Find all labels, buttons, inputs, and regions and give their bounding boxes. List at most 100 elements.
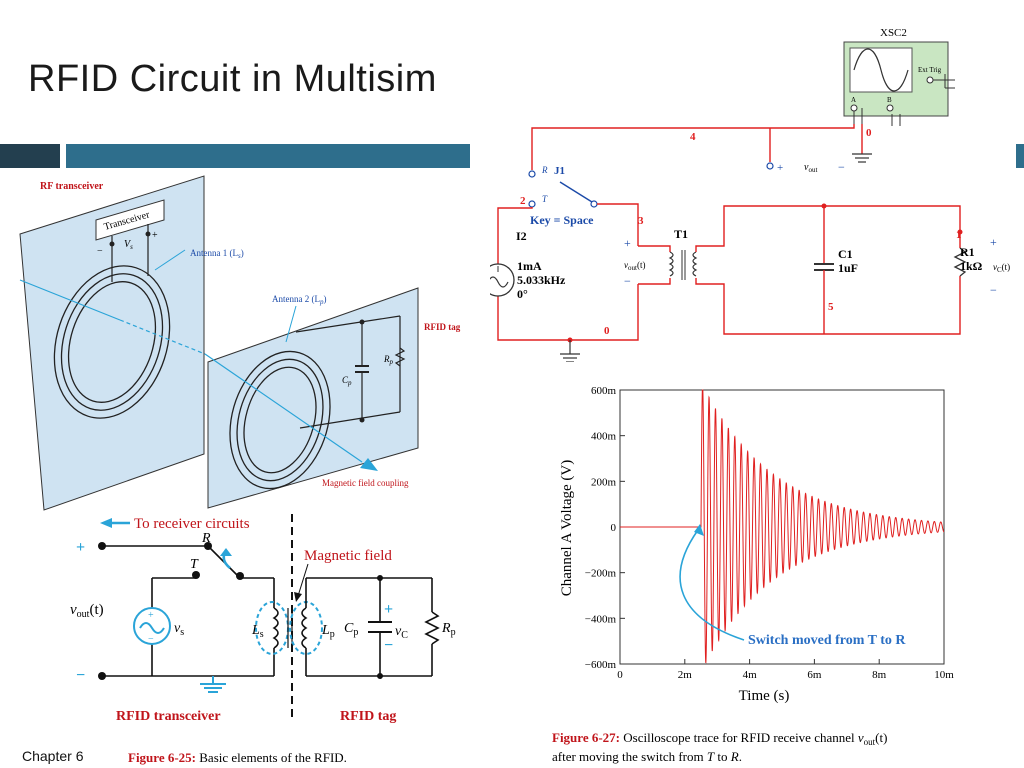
y-tick-label: −200m xyxy=(585,568,617,580)
vc-label: v xyxy=(395,624,402,639)
source-vs-label: v xyxy=(174,621,181,636)
y-axis-label: Channel A Voltage (V) xyxy=(559,460,575,597)
transceiver-panel xyxy=(19,175,205,511)
x-tick-label: 10m xyxy=(934,669,954,681)
svg-text:vout: vout xyxy=(804,162,817,174)
svg-text:−: − xyxy=(148,634,154,645)
svg-text:vout(t): vout(t) xyxy=(624,260,645,272)
vc-probe-minus: − xyxy=(990,283,997,297)
ls-label: L xyxy=(251,623,260,638)
node-4-label: 4 xyxy=(690,131,696,143)
antenna-2-coil xyxy=(229,350,331,490)
ext-trig-label: Ext Trig xyxy=(918,66,942,74)
wire-node-3 xyxy=(597,203,639,246)
fig27-caption: Figure 6-27: Oscilloscope trace for RFID… xyxy=(552,730,887,764)
x-tick-label: 2m xyxy=(678,669,693,681)
t1-plus: + xyxy=(624,236,631,250)
rf-transceiver-label: RF transceiver xyxy=(40,181,104,192)
key-space-label: Key = Space xyxy=(530,213,594,227)
magnetic-field-label: Magnetic field xyxy=(304,548,392,564)
y-tick-label: 400m xyxy=(591,431,617,443)
x-tick-label: 6m xyxy=(807,669,822,681)
vc-probe-label: v xyxy=(993,262,997,272)
y-tick-label: 600m xyxy=(591,385,617,397)
node-0-top-label: 0 xyxy=(866,127,872,139)
x-tick-label: 8m xyxy=(872,669,887,681)
svg-text:vC: vC xyxy=(395,624,408,641)
tx-plus: + xyxy=(152,230,158,241)
slide-title: RFID Circuit in Multisim xyxy=(28,58,437,100)
vc-minus: − xyxy=(384,637,393,654)
header-bar-dark xyxy=(0,144,60,168)
svg-text:Cp: Cp xyxy=(344,621,358,638)
annotation-arrow xyxy=(679,529,745,641)
i2-amplitude: 1mA xyxy=(517,259,542,273)
tag-rp-label: R xyxy=(383,354,390,364)
svg-text:Vs: Vs xyxy=(124,239,133,251)
coupling-label: Magnetic field coupling xyxy=(322,478,409,488)
vout-probe-label: v xyxy=(804,162,809,173)
tx-vs: V xyxy=(124,239,132,250)
footer-chapter: Chapter 6 xyxy=(22,748,84,764)
svg-text:Figure 6-25: Basic elements of: Figure 6-25: Basic elements of the RFID. xyxy=(128,750,347,765)
t1-vout-label: v xyxy=(624,260,628,270)
j1-r-label: R xyxy=(541,165,548,175)
rfid-illustration: RF transceiver Transceiver − + Vs Antenn… xyxy=(19,175,461,511)
t1-label: T1 xyxy=(674,227,688,241)
node-3-label: 3 xyxy=(638,215,644,227)
tag-resistor-symbol xyxy=(394,347,406,367)
c1-label: C1 xyxy=(838,247,853,261)
svg-text:Cp: Cp xyxy=(342,375,352,387)
svg-text:after moving the switch from T: after moving the switch from T to R. xyxy=(552,749,742,764)
t1-secondary xyxy=(692,251,698,277)
svg-text:Ls: Ls xyxy=(251,623,264,640)
lp-coil xyxy=(301,607,308,649)
svg-text:Figure 6-27: Oscilloscope trac: Figure 6-27: Oscilloscope trace for RFID… xyxy=(552,730,887,747)
multisim-circuit: XSC2 Ext Trig A B 4 0 + vout − J1 R T Ke… xyxy=(490,27,1010,362)
c1-value: 1uF xyxy=(838,261,858,275)
node-0-bottom-label: 0 xyxy=(604,325,610,337)
annotation-label: Switch moved from T to R xyxy=(748,633,906,648)
j1-t-label: T xyxy=(542,194,548,204)
antenna-2-label: Antenna 2 (L xyxy=(272,294,320,304)
svg-text:+: + xyxy=(148,610,154,621)
x-tick-label: 0 xyxy=(617,669,623,681)
svg-text:vC(t): vC(t) xyxy=(993,262,1010,274)
switch-arm xyxy=(207,545,239,577)
fig27-caption-text2: after moving the switch from xyxy=(552,749,707,764)
j1-switch-arm xyxy=(559,181,593,203)
channel-a-label: A xyxy=(851,96,856,104)
vout-label: v xyxy=(70,602,77,618)
rp-resistor xyxy=(424,611,440,645)
xsc2-label: XSC2 xyxy=(880,27,907,39)
y-tick-label: −600m xyxy=(585,659,617,671)
y-tick-label: 0 xyxy=(611,522,617,534)
i2-phase: 0° xyxy=(517,287,528,301)
r1-value: 1kΩ xyxy=(960,259,983,273)
wire-node-0 xyxy=(620,284,639,341)
tx-minus: − xyxy=(97,246,103,257)
vout-minus: − xyxy=(76,667,85,684)
antenna-1-coil xyxy=(53,265,171,419)
rp-label: R xyxy=(441,621,451,636)
svg-text:Rp: Rp xyxy=(383,354,394,366)
y-tick-label: 200m xyxy=(591,476,617,488)
i2-label: I2 xyxy=(516,229,527,243)
ls-coil xyxy=(272,607,279,649)
switch-t-label: T xyxy=(190,557,199,572)
vout-probe-minus: − xyxy=(838,160,845,174)
rfid-schematic: To receiver circuits + R T + − vs vout(t… xyxy=(70,514,456,765)
svg-text:vs: vs xyxy=(174,621,184,638)
cp-label: C xyxy=(344,621,354,636)
svg-text:Lp: Lp xyxy=(321,623,335,640)
fig25-caption-text: Basic elements of the RFID. xyxy=(196,750,347,765)
source-symbol xyxy=(133,607,171,645)
svg-text:vout(t): vout(t) xyxy=(70,602,104,620)
j1-label: J1 xyxy=(554,165,565,177)
vout-probe-plus: + xyxy=(777,162,783,174)
r1-label: R1 xyxy=(960,245,975,259)
wire-node-4 xyxy=(531,124,855,170)
svg-text:Antenna 2 (Lp): Antenna 2 (Lp) xyxy=(272,294,326,306)
